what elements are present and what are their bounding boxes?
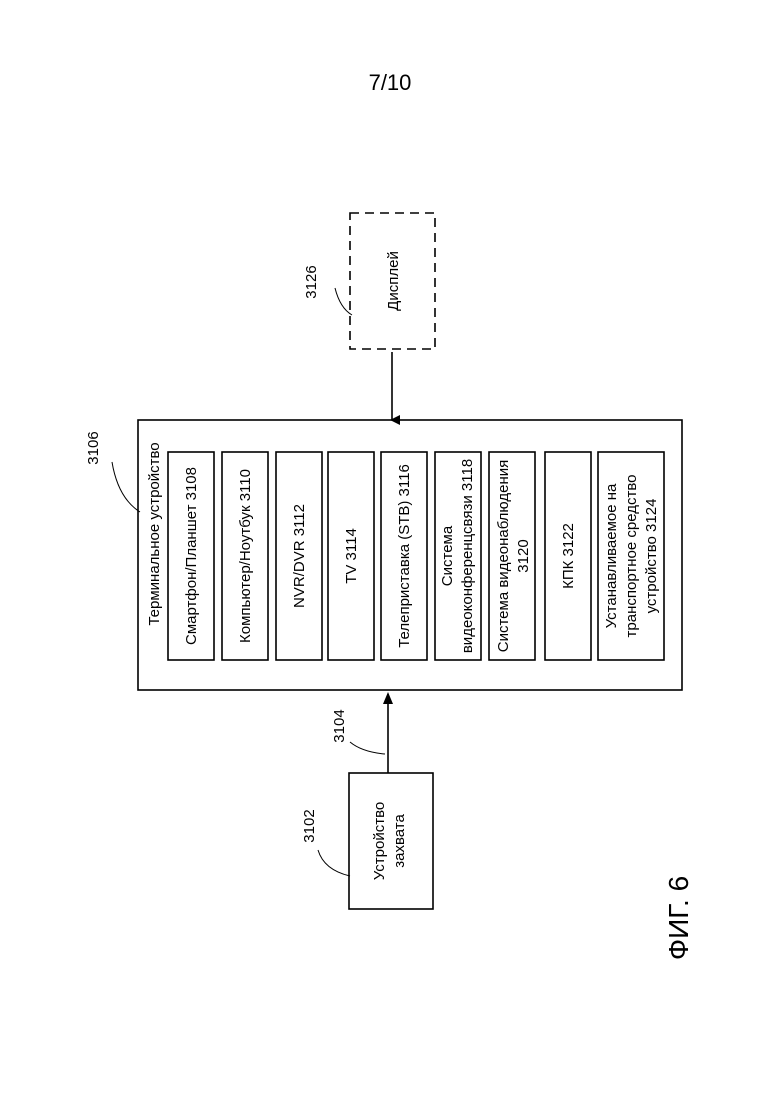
arrow-head [383,692,393,704]
terminal-item-label: TV 3114 [343,528,360,584]
capture-device-ref: 3102 [301,809,318,842]
terminal-leader-line [112,462,140,512]
terminal-item-label: видеоконференцсвязи 3118 [459,459,476,653]
figure-label: ФИГ. 6 [663,876,694,960]
link-leader-line [350,742,385,754]
terminal-item-label: КПК 3122 [560,523,577,589]
terminal-item-label: Система видеонаблюдения [495,460,512,652]
capture-device-label-line2: захвата [391,814,408,868]
terminal-item-label: Смартфон/Планшет 3108 [183,467,200,645]
terminal-item-label: NVR/DVR 3112 [291,504,308,608]
terminal-item-label: 3120 [515,539,532,572]
terminal-item-label: транспортное средство [623,475,640,638]
terminal-device-title: Терминальное устройство [146,442,163,625]
terminal-device-ref: 3106 [85,431,102,464]
link-ref: 3104 [331,709,348,742]
display-label: Дисплей [385,251,402,311]
capture-leader-line [318,850,350,876]
terminal-item-label: Система [439,525,456,586]
terminal-items: Смартфон/Планшет 3108 Компьютер/Ноутбук … [168,452,664,660]
terminal-item-label: Телеприставка (STB) 3116 [396,464,413,648]
terminal-item-label: Устанавливаемое на [603,483,620,628]
terminal-item-label: Компьютер/Ноутбук 3110 [237,469,254,643]
display-ref: 3126 [303,265,320,298]
capture-device-label-line1: Устройство [371,802,388,880]
terminal-item-label: устройство 3124 [643,499,660,614]
page-number: 7/10 [369,70,412,95]
